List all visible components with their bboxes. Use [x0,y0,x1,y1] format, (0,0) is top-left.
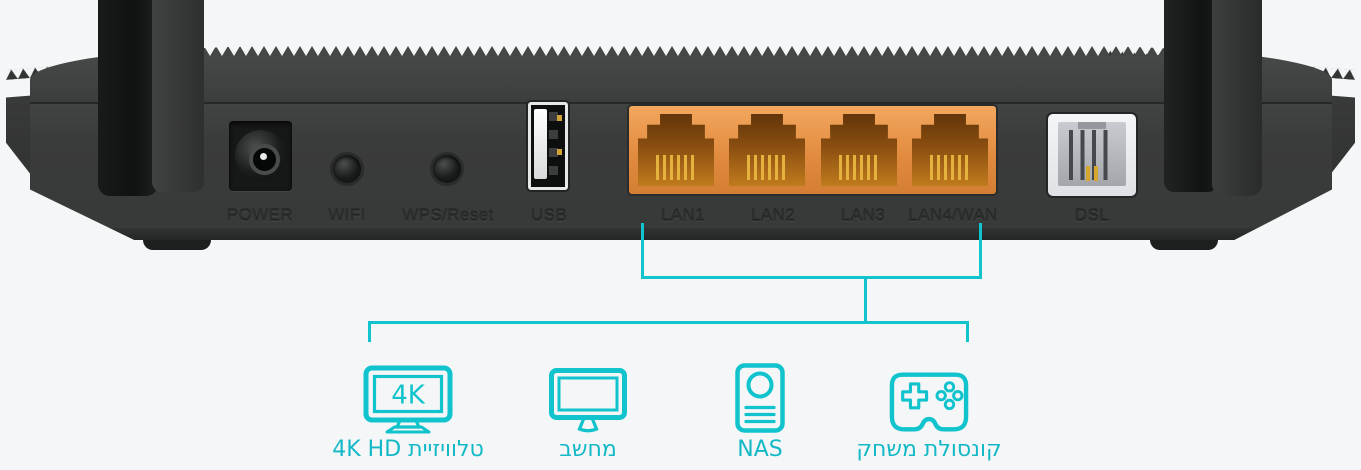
gamepad-button [935,390,947,402]
bracket-line-lan4 [979,223,982,279]
lan3-port [821,114,897,186]
port-label-wps-reset: WPS/Reset [402,206,494,225]
tv-stand-base [385,425,431,434]
power-barrel-hole [235,130,286,181]
dsl-contact-gold [1094,166,1098,181]
dsl-contact-gold [1086,166,1090,181]
gamepad-button [943,381,956,393]
usb-contact-gold [557,149,562,155]
nas-drive-lines [744,405,776,424]
rj45-pins [656,155,696,180]
bracket-line-lan1 [641,223,644,279]
bracket-line-middle-vertical [864,276,867,324]
port-label-lan3: LAN3 [840,206,886,225]
device-label-computer: מחשב [559,437,617,462]
port-label-lan1: LAN1 [660,206,706,225]
router-bottom-edge [30,228,1332,240]
bracket-line-top-horizontal [641,276,982,279]
bracket-line-bottom-horizontal [368,321,969,324]
power-port [229,121,292,191]
usb-contact-gold [557,115,562,121]
lan4-wan-port [912,114,988,186]
dsl-pin-slots [1069,130,1115,180]
device-label-4k-tv: טלוויזיית 4K HD [332,437,484,462]
antenna-left-inner [152,0,204,192]
monitor-icon [549,368,627,433]
dsl-port [1048,114,1136,196]
tv-4k-badge: 4K [391,381,426,411]
rj45-pins [747,155,787,180]
usb-tongue [534,109,547,179]
port-label-wifi: WIFI [328,206,366,225]
bracket-line-end-right [966,321,969,342]
antenna-right-inner [1164,0,1218,192]
usb-contacts [549,112,558,176]
gamepad-button [943,398,956,411]
lan-port-block [629,106,996,194]
router-top-edge [30,56,1332,104]
port-label-lan4-wan: LAN4/WAN [908,206,998,225]
lan1-port [638,114,714,186]
dsl-tab [1078,122,1106,129]
wps-reset-button[interactable] [433,155,461,183]
device-label-nas: NAS [737,437,783,462]
antenna-right-outer [1212,0,1262,196]
rj45-pins [930,155,970,180]
port-label-lan2: LAN2 [750,206,796,225]
monitor-stand [577,417,599,433]
serrated-edge-top [150,46,1212,56]
gamepad-icon [889,372,969,432]
dsl-socket [1058,122,1126,186]
port-label-usb: USB [530,206,568,225]
power-pin-highlight [260,153,267,160]
nas-icon [735,363,785,433]
tv-4k-icon: 4K [363,365,453,434]
antenna-left-outer [98,0,158,196]
usb-port [528,102,568,190]
lan2-port [729,114,805,186]
gamepad-dpad [901,382,929,410]
power-center-pin [249,144,280,175]
rj45-pins [839,155,879,180]
device-label-game-console: קונסולת משחק [856,437,1002,462]
wifi-button[interactable] [333,155,361,183]
gamepad-button [952,390,964,402]
bracket-line-end-left [368,321,371,342]
port-label-dsl: DSL [1074,206,1110,225]
port-label-power: POWER [226,206,294,225]
